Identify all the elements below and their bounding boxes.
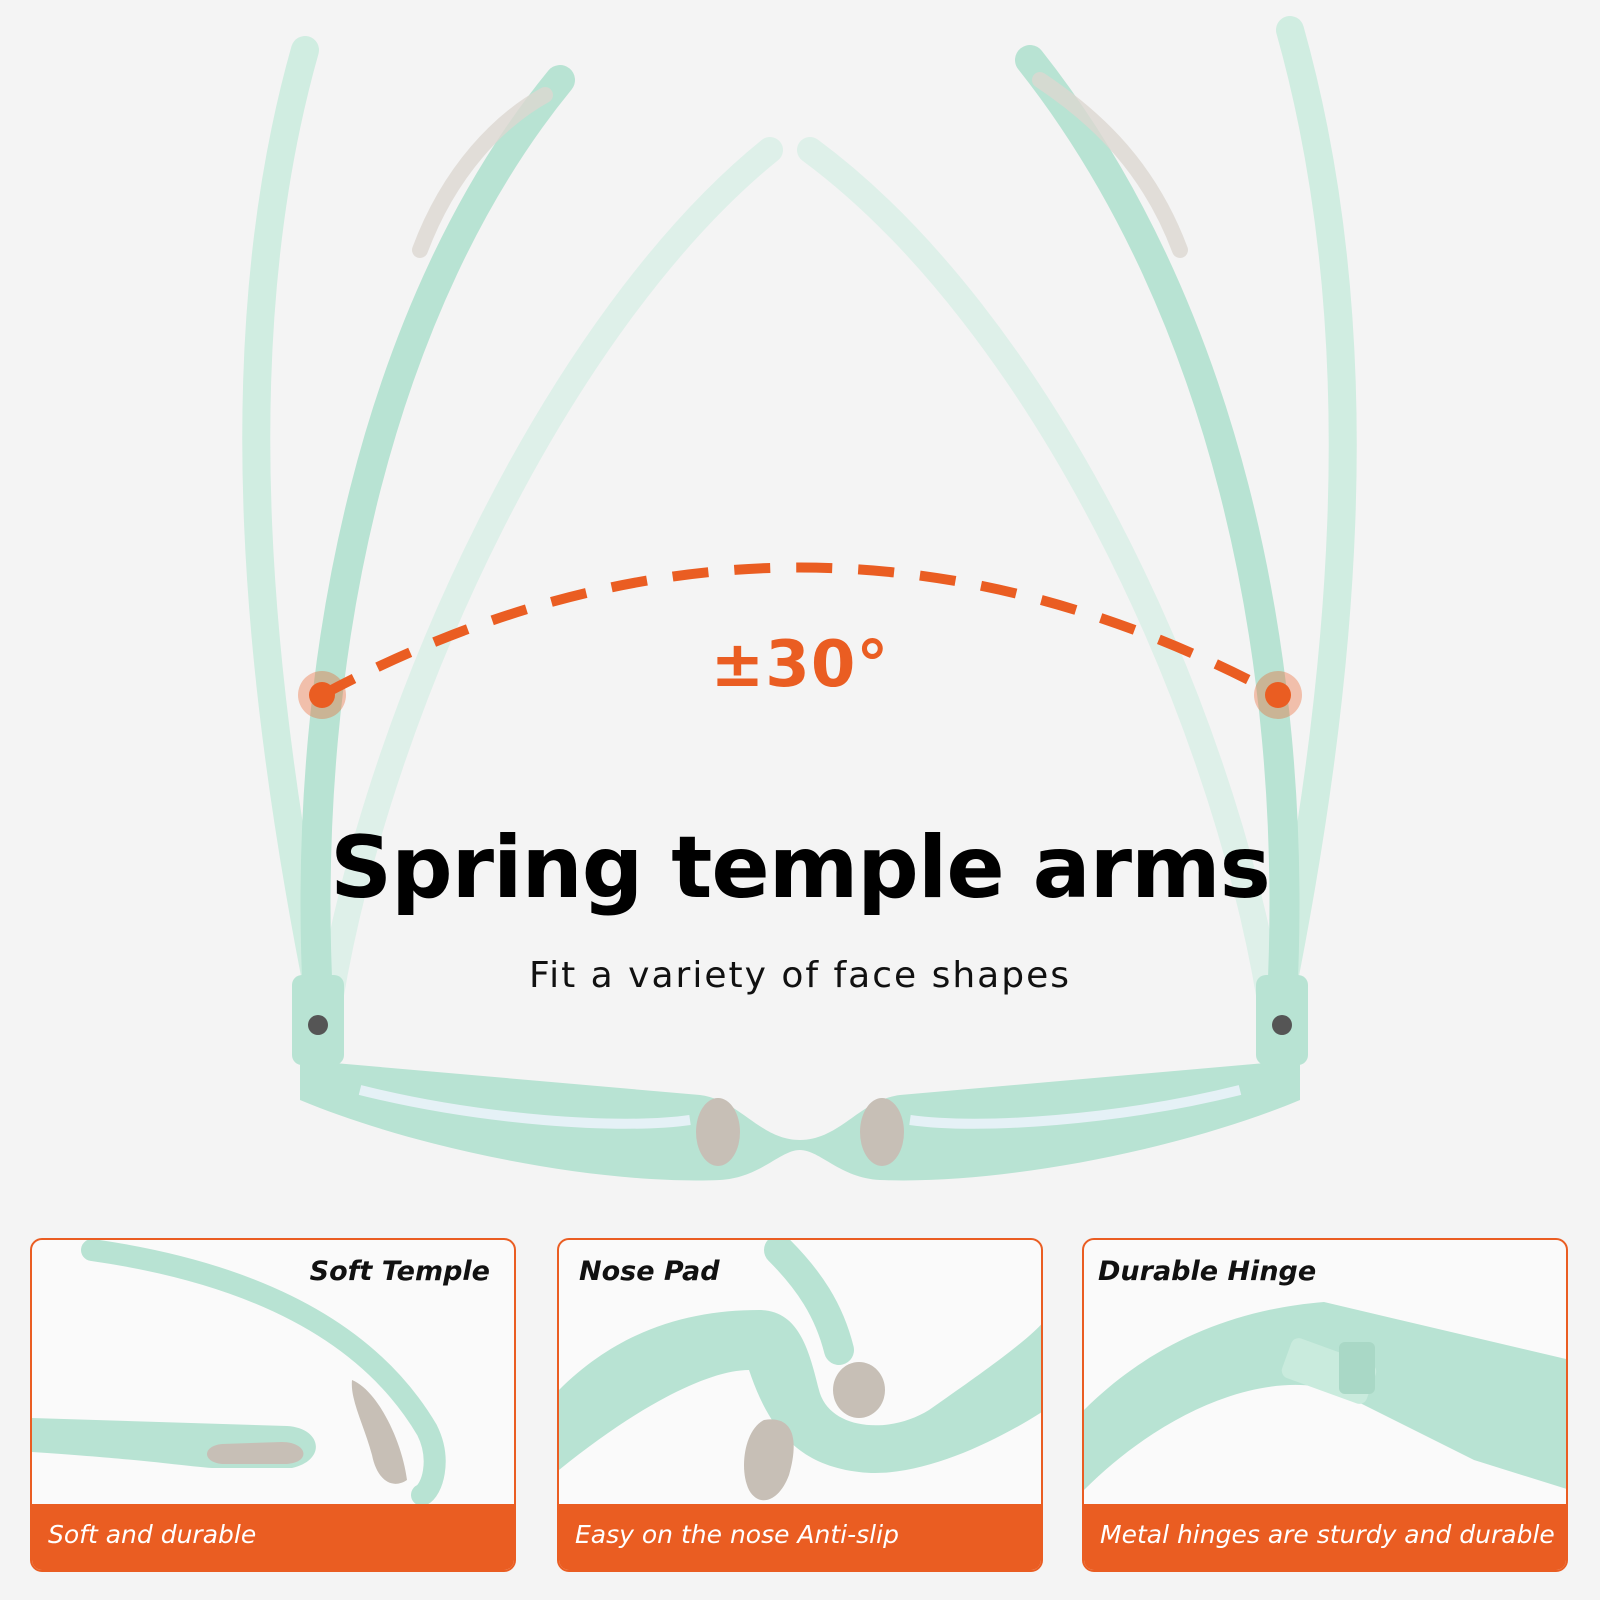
right-hinge-screw-icon (1272, 1015, 1292, 1035)
angle-marker-left (309, 682, 335, 708)
panel-title-soft-temple: Soft Temple (309, 1256, 490, 1287)
angle-marker-right (1265, 682, 1291, 708)
soft-temple-illustration (32, 1240, 446, 1506)
panel-title-durable-hinge: Durable Hinge (1098, 1256, 1317, 1287)
panel-title-nose-pad: Nose Pad (579, 1256, 720, 1287)
angle-label: ±30° (710, 628, 890, 702)
left-nose-pad (696, 1098, 740, 1166)
durable-hinge-illustration (1084, 1302, 1566, 1490)
ghost-left-temple-arm (317, 137, 783, 1013)
glasses-illustration (242, 16, 1357, 1181)
front-frame (300, 1060, 1300, 1181)
right-nose-pad (860, 1098, 904, 1166)
page-subtitle: Fit a variety of face shapes (529, 955, 1071, 996)
right-lens-edge (909, 1085, 1242, 1129)
left-lens-edge (358, 1085, 691, 1129)
feature-panel-soft-temple: Soft Temple Soft and durable (30, 1238, 516, 1572)
left-temple-arm (300, 65, 575, 1015)
nose-pad-illustration (559, 1240, 1041, 1501)
panel-caption-nose-pad: Easy on the nose Anti-slip (559, 1504, 1041, 1570)
angle-arc (319, 562, 1281, 700)
right-temple-tip-pad (1032, 72, 1188, 258)
feature-panel-nose-pad: Nose Pad Easy on the nose Anti-slip (557, 1238, 1043, 1572)
outer-right-temple-arm (1266, 16, 1357, 1014)
left-temple-tip-pad (412, 87, 553, 258)
hero-section: ±30° Spring temple arms Fit a variety of… (242, 16, 1357, 1181)
panel-caption-durable-hinge: Metal hinges are sturdy and durable (1084, 1504, 1566, 1570)
ghost-right-temple-arm (797, 137, 1283, 1013)
left-hinge-screw-icon (308, 1015, 328, 1035)
outer-left-temple-arm (242, 36, 334, 1014)
panel-caption-soft-temple: Soft and durable (32, 1504, 514, 1570)
right-temple-arm (1015, 45, 1300, 1015)
feature-panel-durable-hinge: Durable Hinge Metal hinges are sturdy an… (1082, 1238, 1568, 1572)
page-title: Spring temple arms (330, 818, 1271, 918)
